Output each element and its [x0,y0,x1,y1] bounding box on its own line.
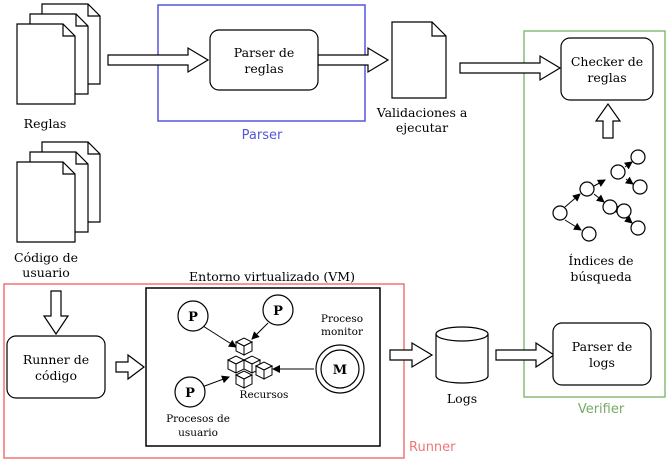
resources-label: Recursos [240,389,289,401]
verifier-group-label: Verifier [578,402,625,417]
rule-parser-line-2: reglas [244,61,283,76]
validations-label-line-2: ejecutar [396,120,448,135]
rule-checker-box [560,37,654,101]
rule-parser-box [209,29,319,91]
monitor-label-line-2: monitor [321,326,364,338]
user-process-1-icon: P [177,300,209,332]
user-processes-line-1: Procesos de [166,413,230,425]
monitor-process-icon: M [315,344,365,394]
svg-text:P: P [273,304,283,319]
user-process-2-icon: P [262,294,294,326]
log-parser-line-2: logs [589,355,615,370]
code-runner-line-1: Runner de [23,352,89,367]
rules-document-stack [16,3,101,105]
svg-text:P: P [188,310,198,325]
runner-group-frame [3,283,405,459]
user-code-document-stack [16,141,101,243]
vm-process-arrows [201,322,314,388]
resources-cubes-icon [226,337,274,389]
user-code-label-line-1: Código de [14,250,78,265]
vm-title: Entorno virtualizado (VM) [189,269,355,284]
runner-group-label: Runner [409,440,456,455]
svg-text:P: P [185,386,195,401]
svg-text:M: M [333,363,347,378]
block-arrow-rules-to-parser [107,46,210,74]
user-process-3-icon: P [174,376,206,408]
validations-label-line-1: Validaciones a [376,105,468,120]
verifier-group-frame [523,30,666,398]
block-arrow-index-to-checker [594,102,622,139]
block-arrow-validations-to-checker [459,54,562,82]
search-index-nodes [552,149,648,242]
code-runner-line-2: código [35,368,77,383]
search-index-line-2: búsqueda [570,269,632,284]
monitor-label-line-1: Proceso [321,313,363,325]
block-arrow-parser-to-validations [317,46,390,74]
rule-checker-line-2: reglas [587,70,626,85]
logs-label: Logs [447,391,477,406]
block-arrow-code-to-runner [42,290,70,336]
log-parser-box [552,322,652,386]
rule-parser-line-1: Parser de [234,45,294,60]
validations-document [391,21,447,99]
user-processes-line-2: usuario [178,427,218,439]
block-arrow-runner-to-vm [115,353,145,381]
code-runner-box [6,335,106,399]
block-arrow-vm-to-logs [389,341,434,369]
parser-group-label: Parser [242,128,283,143]
block-arrow-logs-to-log-parser [495,341,556,369]
rules-label: Reglas [24,116,67,131]
user-code-label-line-2: usuario [22,265,69,280]
log-parser-line-1: Parser de [572,339,632,354]
logs-database-icon [435,326,489,384]
rule-checker-line-1: Checker de [571,54,643,69]
search-index-line-1: Índices de [568,253,633,268]
